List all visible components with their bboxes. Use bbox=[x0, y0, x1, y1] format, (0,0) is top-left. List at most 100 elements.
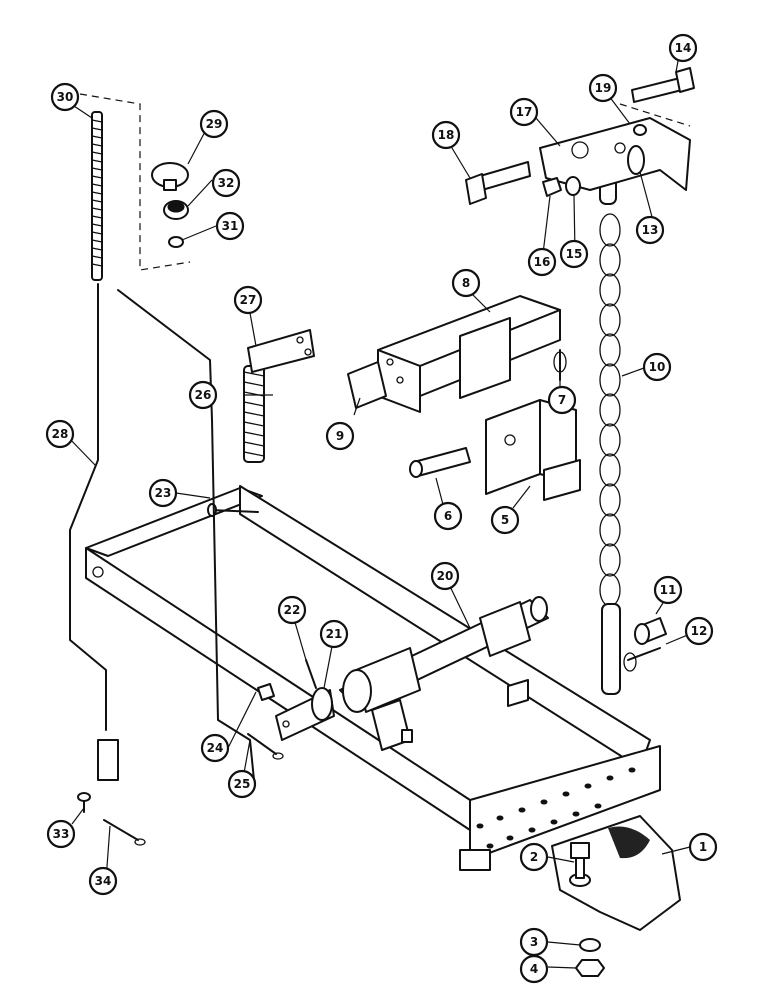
ratchet-wheel bbox=[627, 145, 645, 175]
callout-label: 19 bbox=[595, 81, 612, 95]
callout-label: 17 bbox=[516, 105, 533, 119]
callout-label: 12 bbox=[691, 624, 708, 638]
rod-clevis-pin bbox=[77, 792, 91, 813]
callout-29: 29 bbox=[199, 109, 229, 139]
callout-label: 32 bbox=[218, 176, 235, 190]
spring-plate bbox=[247, 329, 315, 373]
callout-label: 34 bbox=[95, 874, 112, 888]
callout-17: 17 bbox=[509, 97, 539, 127]
callout-31: 31 bbox=[215, 211, 245, 241]
hitch-bolt bbox=[570, 842, 590, 879]
callout-label: 16 bbox=[534, 255, 551, 269]
callout-label: 20 bbox=[437, 569, 454, 583]
chain-clevis bbox=[539, 117, 691, 191]
callout-24: 24 bbox=[200, 733, 230, 763]
callout-33: 33 bbox=[46, 819, 76, 849]
knob-nut bbox=[163, 200, 189, 220]
callout-label: 24 bbox=[207, 741, 224, 755]
callout-28: 28 bbox=[45, 419, 75, 449]
callout-label: 7 bbox=[558, 393, 566, 407]
callout-12: 12 bbox=[684, 616, 714, 646]
knob-cap bbox=[151, 162, 189, 191]
callout-label: 33 bbox=[53, 827, 70, 841]
pivot-bolt bbox=[465, 161, 531, 205]
spacer-washer bbox=[565, 176, 581, 196]
callout-label: 10 bbox=[649, 360, 666, 374]
drawbar-holes bbox=[476, 767, 636, 849]
callout-13: 13 bbox=[635, 215, 665, 245]
rod-yoke bbox=[97, 739, 119, 781]
callout-27: 27 bbox=[233, 285, 263, 315]
clevis-group-bracket bbox=[619, 103, 691, 127]
knob-group-bracket bbox=[79, 93, 191, 271]
clevis-bolt bbox=[631, 67, 695, 103]
control-lever-arm bbox=[275, 687, 335, 741]
callout-25: 25 bbox=[227, 769, 257, 799]
callout-22: 22 bbox=[277, 595, 307, 625]
callout-label: 9 bbox=[336, 429, 344, 443]
callout-4: 4 bbox=[519, 954, 549, 984]
linkage-rod bbox=[69, 283, 107, 731]
callout-label: 22 bbox=[284, 603, 301, 617]
callout-label: 30 bbox=[57, 90, 74, 104]
callout-label: 25 bbox=[234, 777, 251, 791]
locknut bbox=[542, 177, 562, 197]
callout-6: 6 bbox=[433, 501, 463, 531]
chain bbox=[599, 159, 621, 695]
callout-34: 34 bbox=[88, 866, 118, 896]
callout-label: 4 bbox=[530, 962, 538, 976]
bolt-nut bbox=[633, 124, 647, 136]
callout-16: 16 bbox=[527, 247, 557, 277]
callout-label: 27 bbox=[240, 293, 257, 307]
callout-label: 6 bbox=[444, 509, 452, 523]
callout-label: 2 bbox=[530, 850, 538, 864]
callout-32: 32 bbox=[211, 168, 241, 198]
linch-pin bbox=[553, 349, 567, 381]
rod-split-pin bbox=[103, 819, 146, 846]
callout-8: 8 bbox=[451, 268, 481, 298]
callout-label: 14 bbox=[675, 41, 692, 55]
clevis-pin-small bbox=[257, 683, 275, 701]
callout-19: 19 bbox=[588, 73, 618, 103]
callout-2: 2 bbox=[519, 842, 549, 872]
callout-label: 5 bbox=[501, 513, 509, 527]
hitch-pin bbox=[409, 447, 471, 478]
callout-26: 26 bbox=[188, 380, 218, 410]
hitch-bracket bbox=[485, 399, 581, 501]
clevis-pin bbox=[634, 617, 667, 645]
callout-3: 3 bbox=[519, 927, 549, 957]
hex-nut bbox=[575, 959, 605, 977]
callout-7: 7 bbox=[547, 385, 577, 415]
callout-10: 10 bbox=[642, 352, 672, 382]
control-rod bbox=[117, 289, 255, 781]
callout-label: 15 bbox=[566, 247, 583, 261]
callout-label: 1 bbox=[699, 840, 707, 854]
callout-label: 3 bbox=[530, 935, 538, 949]
coil-spring bbox=[243, 365, 265, 463]
callout-label: 29 bbox=[206, 117, 223, 131]
callout-label: 26 bbox=[195, 388, 212, 402]
callout-9: 9 bbox=[325, 421, 355, 451]
callout-14: 14 bbox=[668, 33, 698, 63]
callout-label: 11 bbox=[660, 583, 677, 597]
callout-21: 21 bbox=[319, 619, 349, 649]
mounting-plate bbox=[347, 361, 387, 409]
roll-pin bbox=[305, 659, 317, 689]
split-pin-lever bbox=[247, 733, 284, 760]
callout-23: 23 bbox=[148, 478, 178, 508]
callout-label: 21 bbox=[326, 627, 343, 641]
callout-30: 30 bbox=[50, 82, 80, 112]
callout-18: 18 bbox=[431, 120, 461, 150]
callout-label: 8 bbox=[462, 276, 470, 290]
knob-washer bbox=[168, 236, 184, 248]
callout-5: 5 bbox=[490, 505, 520, 535]
callout-label: 18 bbox=[438, 128, 455, 142]
hitch-jaw bbox=[551, 815, 681, 931]
drawbar-frame bbox=[85, 485, 661, 871]
threaded-adjuster-rod bbox=[91, 111, 103, 281]
callout-15: 15 bbox=[559, 239, 589, 269]
callout-11: 11 bbox=[653, 575, 683, 605]
pivot-shaft-assembly bbox=[339, 596, 549, 751]
callout-label: 31 bbox=[222, 219, 239, 233]
